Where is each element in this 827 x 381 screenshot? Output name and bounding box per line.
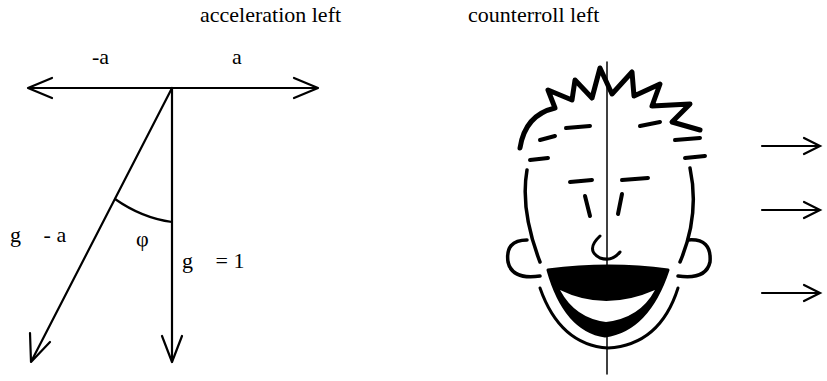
face	[508, 62, 711, 374]
highlight	[616, 301, 628, 309]
mouth	[548, 266, 668, 336]
angle-label: φ	[134, 226, 151, 252]
gravity-vector	[171, 88, 173, 360]
vector-label: a⃗	[232, 44, 259, 70]
chin	[540, 288, 678, 348]
tongue	[560, 290, 655, 322]
vector-label: -a⃗	[92, 44, 126, 70]
motion-arrows	[762, 138, 820, 301]
eyes	[585, 194, 622, 216]
heading: counterroll left	[468, 2, 599, 28]
ear	[508, 240, 540, 277]
arrowhead	[162, 336, 182, 362]
nose	[593, 236, 621, 259]
vector-label: g⃗ - a⃗	[8, 222, 85, 248]
arrowhead	[28, 78, 52, 98]
arrowhead	[30, 333, 50, 362]
arrowhead	[294, 78, 318, 98]
angle-arc	[115, 199, 172, 222]
brows	[570, 178, 648, 182]
ear	[678, 240, 710, 277]
vector-label: g⃗ = 1⃗	[180, 248, 264, 274]
head-outline	[525, 168, 693, 262]
hair	[520, 68, 700, 148]
hair-strands	[530, 122, 705, 160]
heading: acceleration left	[200, 2, 341, 28]
